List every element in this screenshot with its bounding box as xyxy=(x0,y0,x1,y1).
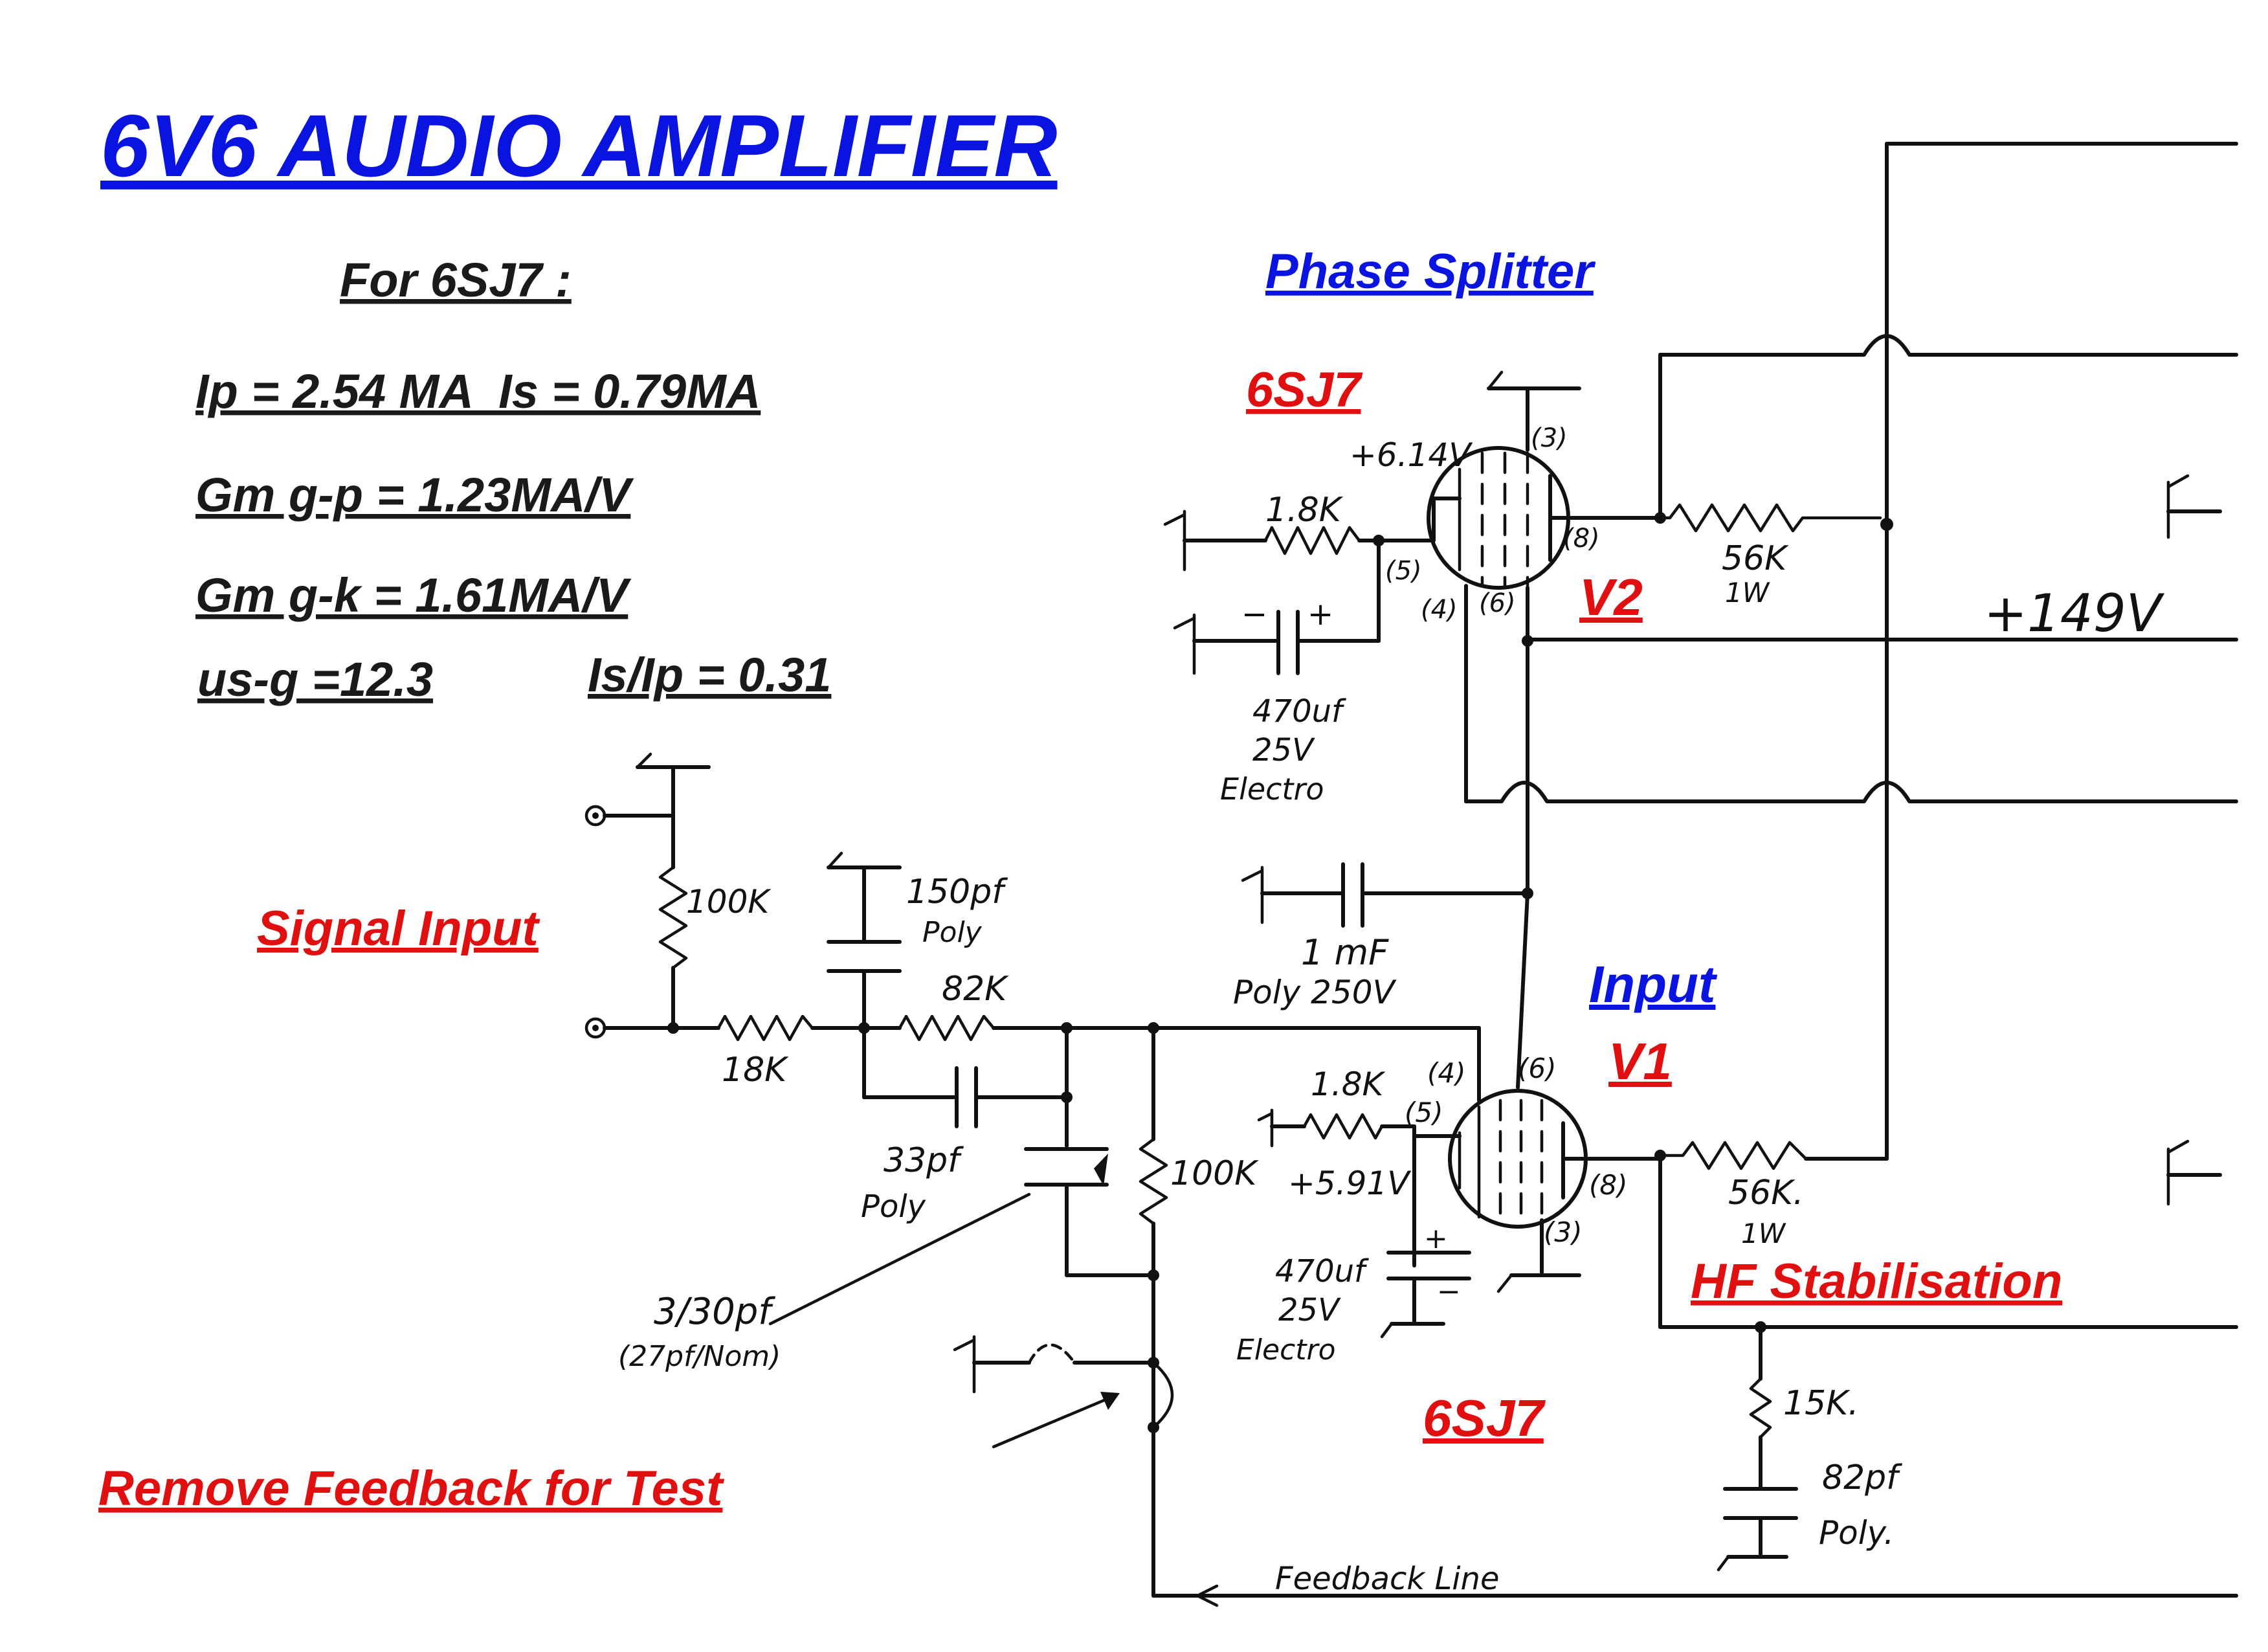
label-input: Input xyxy=(1589,955,1718,1013)
trimmer-value: 3/30pf xyxy=(654,1291,775,1333)
v1-cathode-voltage: +5.91V xyxy=(1288,1165,1412,1202)
v1-pin8: (8) xyxy=(1589,1169,1628,1201)
v1-bypass-cap-voltage: 25V xyxy=(1278,1292,1341,1328)
spec-gm-gp: Gm g-p = 1.23MA/V xyxy=(195,468,634,522)
trimmer-note: (27pf/Nom) xyxy=(618,1340,781,1373)
label-phase-splitter: Phase Splitter xyxy=(1265,244,1596,299)
v1-anode-network xyxy=(1658,1141,2238,1572)
v2-bypass-cap-type: Electro xyxy=(1220,772,1324,807)
signal-input-network xyxy=(584,752,1481,1598)
spec-is-ip: Is/Ip = 0.31 xyxy=(588,648,831,702)
v2-cathode-resistor: 1.8K xyxy=(1265,491,1344,530)
v2-pin6: (6) xyxy=(1479,588,1516,618)
coupling-capacitor xyxy=(1241,862,1533,1089)
svg-text:−: − xyxy=(1437,1275,1461,1308)
cap-150pf-type: Poly xyxy=(922,916,983,949)
label-v1: V1 xyxy=(1608,1032,1672,1090)
feedback-line-label: Feedback Line xyxy=(1275,1561,1500,1597)
v1-tube xyxy=(1448,1089,1666,1293)
coupling-cap-type: Poly 250V xyxy=(1233,974,1397,1011)
v2-pin5: (5) xyxy=(1385,556,1422,586)
v2-anode-resistor-value: 56K xyxy=(1722,539,1789,578)
hf-cap-value: 82pf xyxy=(1822,1458,1902,1497)
cap-150pf-value: 150pf xyxy=(906,873,1008,911)
v1-pin6: (6) xyxy=(1518,1053,1557,1084)
label-v2: V2 xyxy=(1579,568,1643,626)
spec-currents: Ip = 2.54 MA Is = 0.79MA xyxy=(195,364,761,418)
svg-text:+: + xyxy=(1307,596,1333,632)
page-title: 6V6 AUDIO AMPLIFIER xyxy=(100,96,1058,195)
spec-mu-sg: us-g =12.3 xyxy=(197,653,433,706)
v1-anode-resistor-value: 56K. xyxy=(1728,1174,1804,1212)
input-resistor-100k: 100K xyxy=(686,883,772,921)
hf-cap-type: Poly. xyxy=(1819,1514,1894,1552)
v1-bypass-cap-type: Electro xyxy=(1236,1334,1336,1367)
v2-cathode-network: − + xyxy=(1163,497,1462,675)
v2-pin4: (4) xyxy=(1421,595,1458,625)
label-v2-tube-type: 6SJ7 xyxy=(1246,363,1363,418)
feedback-line xyxy=(1151,1584,2238,1607)
v2-bypass-cap-voltage: 25V xyxy=(1252,732,1315,768)
input-resistor-18k: 18K xyxy=(722,1051,789,1089)
hf-resistor-value: 15K. xyxy=(1783,1384,1859,1423)
v1-cathode-resistor: 1.8K xyxy=(1311,1066,1386,1103)
cap-33pf-value: 33pf xyxy=(884,1141,964,1180)
v2-bypass-cap: 470uf xyxy=(1252,693,1346,730)
spec-heading: For 6SJ7 : xyxy=(340,253,572,307)
v1-pin4: (4) xyxy=(1427,1057,1466,1089)
label-hf-stabilisation: HF Stabilisation xyxy=(1691,1254,2062,1309)
coupling-cap-value: 1 mF xyxy=(1301,932,1389,973)
v2-tube xyxy=(1427,370,1666,895)
v2-pin3: (3) xyxy=(1531,423,1568,453)
label-v1-tube-type: 6SJ7 xyxy=(1423,1389,1546,1447)
supply-voltage-label: +149V xyxy=(1984,583,2165,643)
label-remove-feedback: Remove Feedback for Test xyxy=(98,1461,724,1516)
resistor-82k: 82K xyxy=(942,970,1009,1009)
spec-gm-gk: Gm g-k = 1.61MA/V xyxy=(195,568,632,622)
v2-anode-resistor xyxy=(1658,503,1882,533)
v1-cathode-network: + − xyxy=(1257,1108,1471,1339)
v1-pin5: (5) xyxy=(1405,1097,1443,1128)
svg-text:+: + xyxy=(1424,1222,1448,1255)
svg-text:−: − xyxy=(1241,596,1267,632)
v1-pin3: (3) xyxy=(1544,1216,1583,1248)
v2-pin8: (8) xyxy=(1563,524,1600,553)
v1-bypass-cap: 470uf xyxy=(1275,1253,1369,1289)
output-bus-wiring xyxy=(1464,142,2238,1206)
cap-33pf-type: Poly xyxy=(861,1189,926,1225)
v2-anode-resistor-power: 1W xyxy=(1725,577,1770,608)
v1-anode-resistor-power: 1W xyxy=(1741,1218,1786,1249)
label-signal-input: Signal Input xyxy=(257,901,540,956)
v2-cathode-voltage: +6.14V xyxy=(1350,436,1473,474)
grid-resistor-100k: 100K xyxy=(1170,1154,1259,1193)
